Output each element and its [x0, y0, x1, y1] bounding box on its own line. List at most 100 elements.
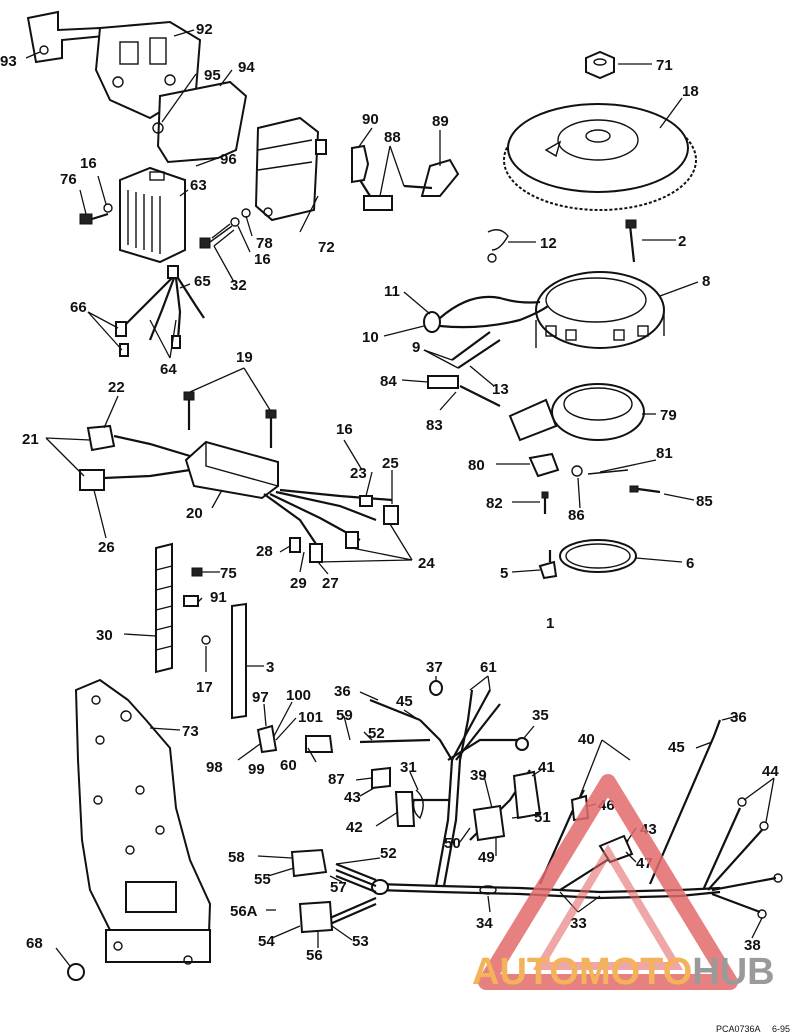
callout-19: 19 — [236, 349, 253, 366]
svg-text:AUTOMOTOHUB: AUTOMOTOHUB — [472, 951, 775, 993]
callout-79: 79 — [660, 407, 677, 424]
figure-code: PCA0736A — [716, 1024, 761, 1034]
callout-49: 49 — [478, 849, 495, 866]
callout-53: 53 — [352, 933, 369, 950]
callout-60: 60 — [280, 757, 297, 774]
flywheel-18 — [503, 103, 697, 211]
callout-96: 96 — [220, 151, 237, 168]
screw-2-and-clip-12 — [487, 219, 637, 263]
callout-56a: 56A — [230, 903, 258, 920]
callout-71: 71 — [656, 57, 673, 74]
nut-71 — [585, 50, 615, 80]
callout-45-a: 45 — [396, 693, 413, 710]
callout-66: 66 — [70, 299, 87, 316]
callout-50: 50 — [444, 835, 461, 852]
callout-75: 75 — [220, 565, 237, 582]
callout-3: 3 — [266, 659, 274, 676]
retaining-ring-6-and-clip-5 — [538, 539, 637, 580]
callout-23: 23 — [350, 465, 367, 482]
callout-9: 9 — [412, 339, 420, 356]
callout-8: 8 — [702, 273, 710, 290]
callout-78: 78 — [256, 235, 273, 252]
callout-25: 25 — [382, 455, 399, 472]
callout-22: 22 — [108, 379, 125, 396]
callout-86: 86 — [568, 507, 585, 524]
callout-84: 84 — [380, 373, 397, 390]
callout-29: 29 — [290, 575, 307, 592]
callout-33: 33 — [570, 915, 587, 932]
callout-68: 68 — [26, 935, 43, 952]
callout-28: 28 — [256, 543, 273, 560]
callout-16-a: 16 — [80, 155, 97, 172]
callout-31: 31 — [400, 759, 417, 776]
callout-36-b: 36 — [730, 709, 747, 726]
timer-base-79-and-sensor-83-84 — [427, 375, 645, 442]
callout-57: 57 — [330, 879, 347, 896]
callout-90: 90 — [362, 111, 379, 128]
callout-38: 38 — [744, 937, 761, 954]
callout-6: 6 — [686, 555, 694, 572]
callout-51: 51 — [534, 809, 551, 826]
watermark-hub: HUB — [692, 951, 774, 993]
spark-plug-leads-88-89-90 — [351, 144, 460, 211]
stator-8 — [535, 271, 665, 349]
callout-11: 11 — [384, 283, 400, 300]
callout-21: 21 — [22, 431, 39, 448]
callout-43-a: 43 — [344, 789, 361, 806]
ignition-coil-72 — [254, 116, 327, 222]
callout-73: 73 — [182, 723, 199, 740]
callout-76: 76 — [60, 171, 77, 188]
callout-85: 85 — [696, 493, 713, 510]
callout-58: 58 — [228, 849, 245, 866]
callout-88: 88 — [384, 129, 401, 146]
automotohub-watermark: AUTOMOTOHUB — [472, 774, 775, 993]
callout-101: 101 — [298, 709, 323, 726]
callout-54: 54 — [258, 933, 275, 950]
callout-34: 34 — [476, 915, 493, 932]
callout-81: 81 — [656, 445, 673, 462]
callout-45-b: 45 — [668, 739, 685, 756]
callout-35: 35 — [532, 707, 549, 724]
callout-10: 10 — [362, 329, 379, 346]
watermark-moto: MOTO — [579, 951, 692, 993]
callout-52-a: 52 — [368, 725, 385, 742]
power-pack-20 — [183, 391, 279, 500]
stator-leads-9-10-11-13 — [423, 295, 549, 369]
callout-17: 17 — [196, 679, 213, 696]
callout-24: 24 — [418, 555, 435, 572]
callout-72: 72 — [318, 239, 335, 256]
cover-plate-94 — [152, 80, 248, 164]
callout-97: 97 — [252, 689, 269, 706]
callout-59: 59 — [336, 707, 353, 724]
callout-91: 91 — [210, 589, 227, 606]
watermark-auto: AUTO — [472, 951, 579, 993]
callout-94: 94 — [238, 59, 255, 76]
callout-36-a: 36 — [334, 683, 351, 700]
callout-80: 80 — [468, 457, 485, 474]
callout-92: 92 — [196, 21, 213, 38]
callout-95: 95 — [204, 67, 221, 84]
callout-65: 65 — [194, 273, 211, 290]
callout-2: 2 — [678, 233, 686, 250]
callout-39: 39 — [470, 767, 487, 784]
callout-61: 61 — [480, 659, 497, 676]
callout-1: 1 — [546, 615, 554, 632]
callout-16-b: 16 — [254, 251, 271, 268]
callout-18: 18 — [682, 83, 699, 100]
callout-26: 26 — [98, 539, 115, 556]
callout-27: 27 — [322, 575, 339, 592]
callout-13: 13 — [492, 381, 509, 398]
harness-leads-24-25-27-28-29 — [263, 488, 399, 563]
callout-100: 100 — [286, 687, 311, 704]
callout-82: 82 — [486, 495, 503, 512]
callout-44: 44 — [762, 763, 779, 780]
electrical-plate-73 — [67, 678, 212, 981]
strip-3 — [231, 602, 247, 720]
callout-64: 64 — [160, 361, 177, 378]
callout-56: 56 — [306, 947, 323, 964]
rectifier-leads-64-65 — [115, 265, 205, 357]
callout-42: 42 — [346, 819, 363, 836]
figure-code-suffix: 6-95 — [772, 1024, 790, 1034]
callout-63: 63 — [190, 177, 207, 194]
